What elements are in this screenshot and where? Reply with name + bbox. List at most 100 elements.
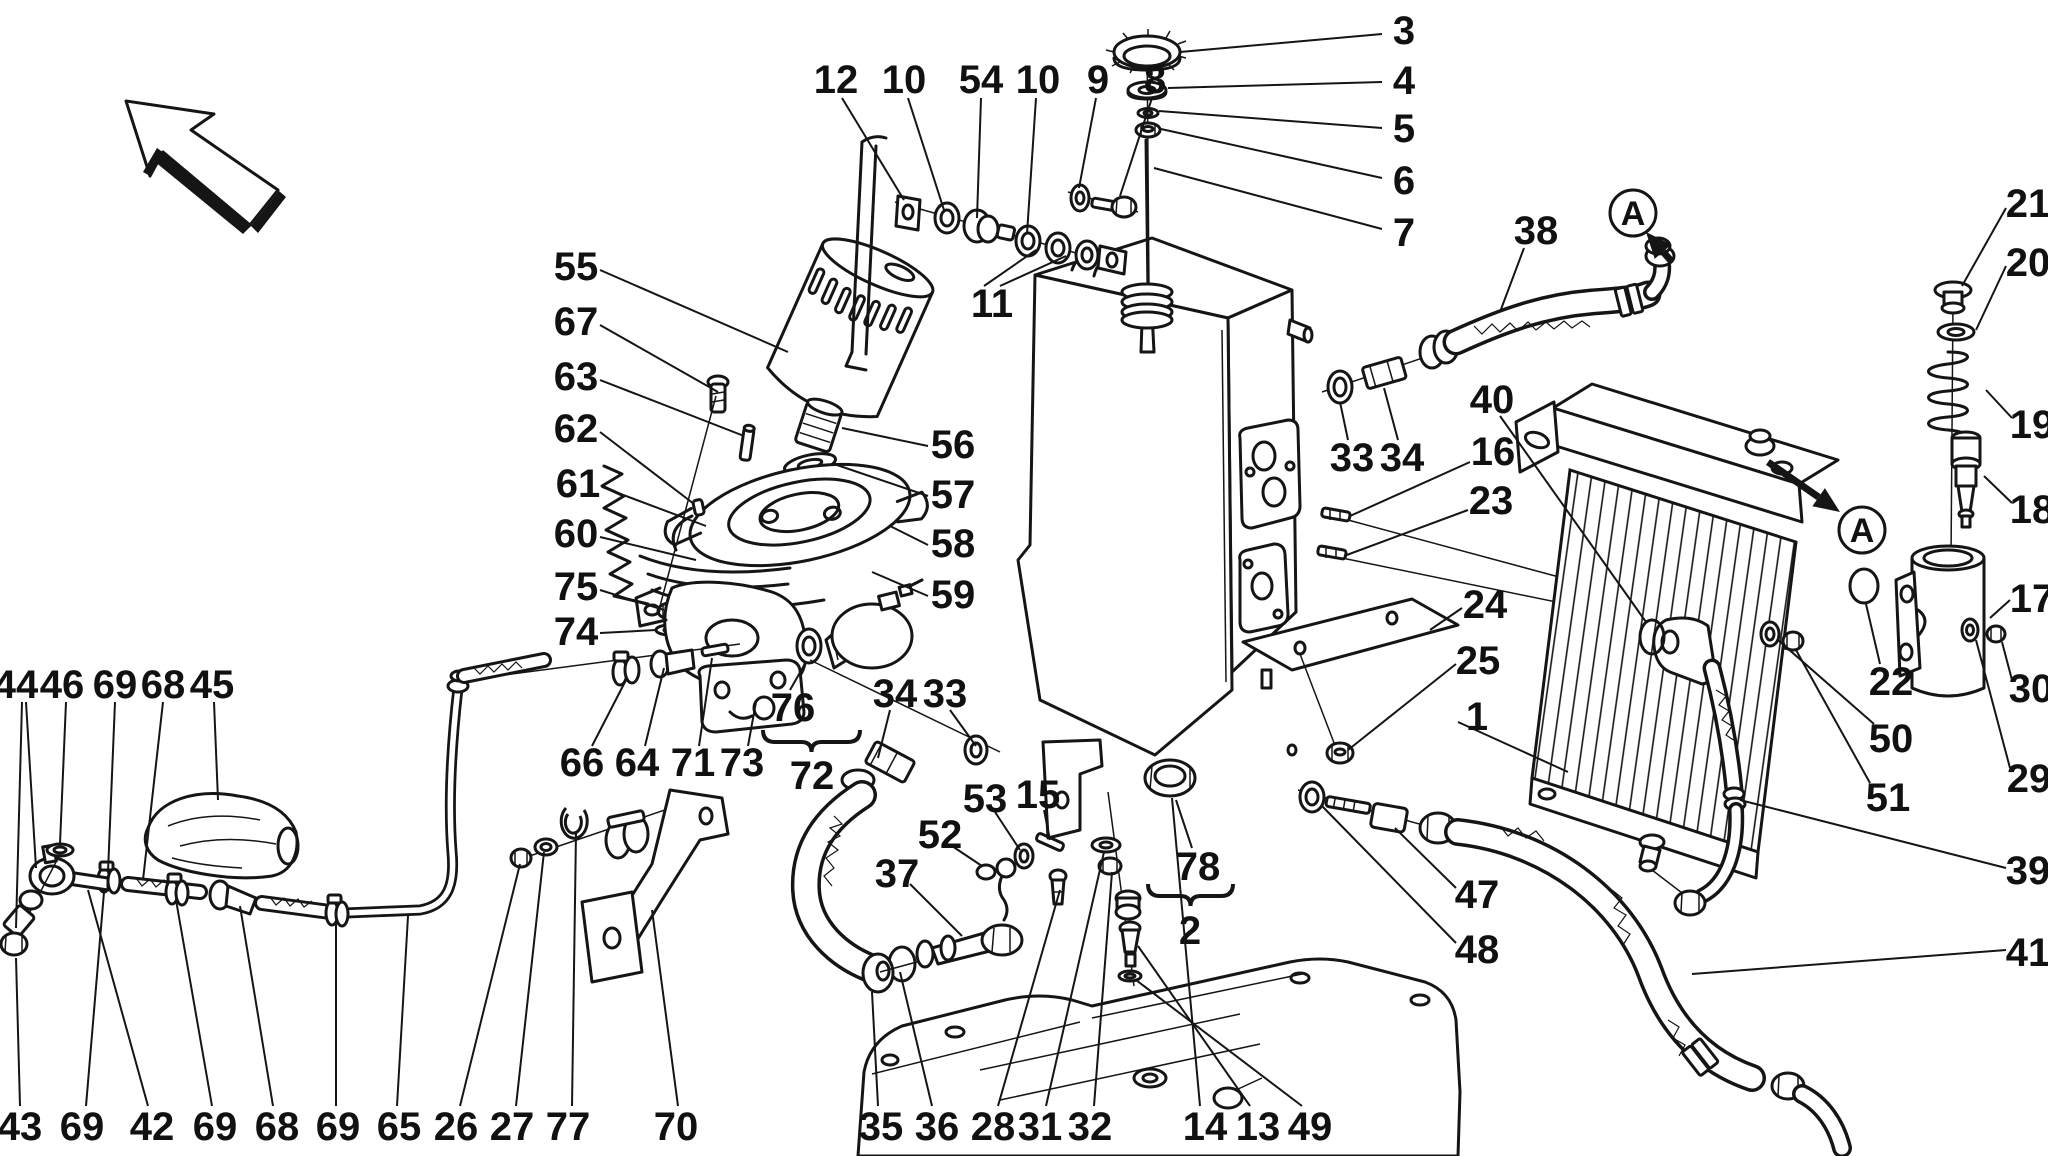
callout-10-14: 10 <box>882 58 927 102</box>
nut-32 <box>1097 856 1123 876</box>
callout-44-8: 44 <box>0 663 39 707</box>
leader-line-63 <box>599 379 745 437</box>
assembly-brace-0 <box>761 729 862 753</box>
leader-line-44 <box>25 701 37 869</box>
valve-13 <box>1118 920 1142 968</box>
callout-25-48: 25 <box>1456 639 1501 683</box>
leader-line-60 <box>599 536 697 561</box>
union-34-lower <box>809 659 1001 784</box>
nut-30 <box>1985 624 2007 644</box>
leader-line-58 <box>889 525 929 546</box>
callout-5-22: 5 <box>1393 107 1415 151</box>
nut-25 <box>1325 741 1355 765</box>
callout-17-34: 17 <box>2010 577 2048 621</box>
callout-33-45: 33 <box>1330 436 1375 480</box>
callout-1-49: 1 <box>1466 695 1488 739</box>
cooler-side-flange <box>1652 616 1716 686</box>
callout-7-24: 7 <box>1393 211 1415 255</box>
callout-43-74: 43 <box>0 1105 42 1149</box>
leader-line-37 <box>909 883 963 937</box>
leader-line-36 <box>899 971 933 1107</box>
callout-16-43: 16 <box>1471 430 1516 474</box>
leader-line-34 <box>877 709 891 759</box>
callout-15-64: 15 <box>1016 773 1061 817</box>
detail-arrow-shaft-1 <box>1766 459 1821 501</box>
hose-clamp-69c <box>324 893 350 928</box>
callout-36-73: 36 <box>915 1105 960 1149</box>
callout-11-19: 11 <box>971 282 1013 326</box>
leader-line-34 <box>1383 387 1399 441</box>
union-64 <box>649 648 696 679</box>
leader-line-73 <box>747 701 757 747</box>
callout-65-80: 65 <box>377 1105 422 1149</box>
leader-line-54 <box>976 97 982 219</box>
callout-12-13: 12 <box>814 58 859 102</box>
callout-56-25: 56 <box>931 423 976 467</box>
bolt-28 <box>1048 868 1068 906</box>
callout-24-47: 24 <box>1463 583 1508 627</box>
leader-line-71 <box>698 657 713 747</box>
callout-49-68: 49 <box>1288 1105 1333 1149</box>
washer-29 <box>1960 617 1980 643</box>
callout-38-29: 38 <box>1514 209 1559 253</box>
sensor-ring-76 <box>795 627 823 665</box>
p-clamps <box>604 809 650 860</box>
stud-71 <box>700 642 730 658</box>
callout-74-7: 74 <box>554 610 599 654</box>
leader-line-74 <box>599 629 657 634</box>
callout-9-17: 9 <box>1087 58 1109 102</box>
union-34-washer-33-upper <box>1321 347 1453 405</box>
cap-washers-4-5-6 <box>1126 80 1168 139</box>
leader-line-32 <box>1093 871 1113 1107</box>
callout-55-0: 55 <box>554 245 599 289</box>
cooler-bottom-fitting <box>1638 833 1687 897</box>
leader-line-68 <box>239 905 274 1107</box>
leader-line-26 <box>459 863 521 1107</box>
callout-69-75: 69 <box>60 1105 105 1149</box>
callout-6-23: 6 <box>1393 159 1415 203</box>
leader-line-67 <box>599 324 719 393</box>
callout-8-18: 8 <box>1144 58 1166 102</box>
callout-42-76: 42 <box>130 1105 175 1149</box>
callout-59-28: 59 <box>931 573 976 617</box>
callout-23-44: 23 <box>1469 479 1514 523</box>
callout-29-36: 29 <box>2007 757 2048 801</box>
bracket-24 <box>1241 597 1460 757</box>
leader-line-17 <box>1989 599 2011 619</box>
leader-line-33 <box>949 709 977 747</box>
leader-line-12 <box>841 97 905 201</box>
leader-line-25 <box>1347 663 1457 751</box>
callout-27-82: 27 <box>490 1105 535 1149</box>
leader-line-43 <box>15 957 21 1107</box>
leader-line-48 <box>1321 805 1457 944</box>
leader-line-23 <box>1343 509 1469 557</box>
union-65 <box>208 879 258 916</box>
leader-line-14 <box>1171 797 1201 1107</box>
leader-line-46 <box>59 701 67 845</box>
o-ring-40 <box>1638 618 1666 656</box>
leader-line-19 <box>1985 389 2013 419</box>
callout-37-65: 37 <box>875 852 920 896</box>
callout-26-81: 26 <box>434 1105 479 1149</box>
washer-33-lower <box>963 734 989 766</box>
leader-line-64 <box>644 667 665 747</box>
leader-line-11 <box>983 249 1037 287</box>
callout-4-21: 4 <box>1393 59 1416 103</box>
support-bracket-70 <box>580 788 730 984</box>
leader-line-51 <box>1795 649 1871 784</box>
leader-line-18 <box>1983 475 2013 504</box>
leader-line-42 <box>87 889 149 1107</box>
callout-54-15: 54 <box>959 58 1004 102</box>
tank-stay-bracket <box>1041 738 1104 840</box>
leader-line-33 <box>1339 401 1349 441</box>
callout-21-30: 21 <box>2006 182 2048 226</box>
pressure-sender <box>824 578 924 670</box>
callout-73-61: 73 <box>720 741 765 785</box>
detail-marker-circle-1 <box>1837 505 1887 555</box>
thermostat-stack <box>1894 280 2007 698</box>
leader-line-52 <box>951 845 983 867</box>
filler-neck-and-dipstick <box>1120 37 1174 354</box>
hose-clamp-66 <box>611 650 641 687</box>
